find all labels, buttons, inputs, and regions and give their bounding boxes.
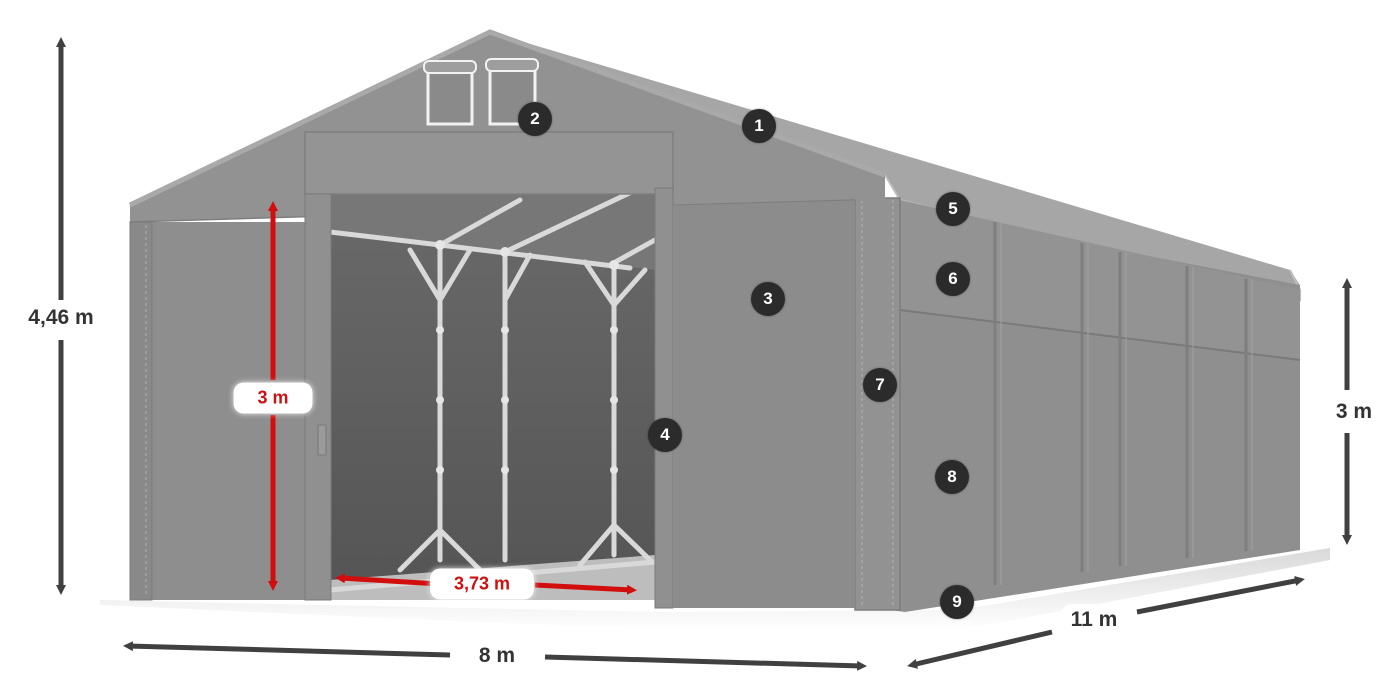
total-height-label: 4,46 m [18,302,104,334]
side-height-label: 3 m [1325,396,1383,428]
front-wall-left [129,221,305,601]
length-arrow [907,576,1305,669]
marker-5-eave: 5 [936,192,970,226]
marker-9-skirt: 9 [940,585,974,619]
marker-1-roof: 1 [742,109,776,143]
side-wall [854,197,1301,612]
door-height-label: 3 m [233,382,313,414]
marker-3-front-wall: 3 [751,282,785,316]
marker-6-upper-band: 6 [936,262,970,296]
door-width-label: 3,73 m [429,568,535,600]
door-opening [327,185,658,600]
marker-2-vents: 2 [518,102,552,136]
marker-7-corner-post: 7 [863,368,897,402]
width-arrow [123,641,867,671]
front-wall-right [672,199,856,608]
marker-4-door: 4 [648,418,682,452]
marker-8-side-wall: 8 [935,460,969,494]
length-label: 11 m [1060,604,1128,636]
floor-shadow [100,548,1330,630]
width-label: 8 m [468,640,526,672]
door-width-arrow [335,573,637,595]
